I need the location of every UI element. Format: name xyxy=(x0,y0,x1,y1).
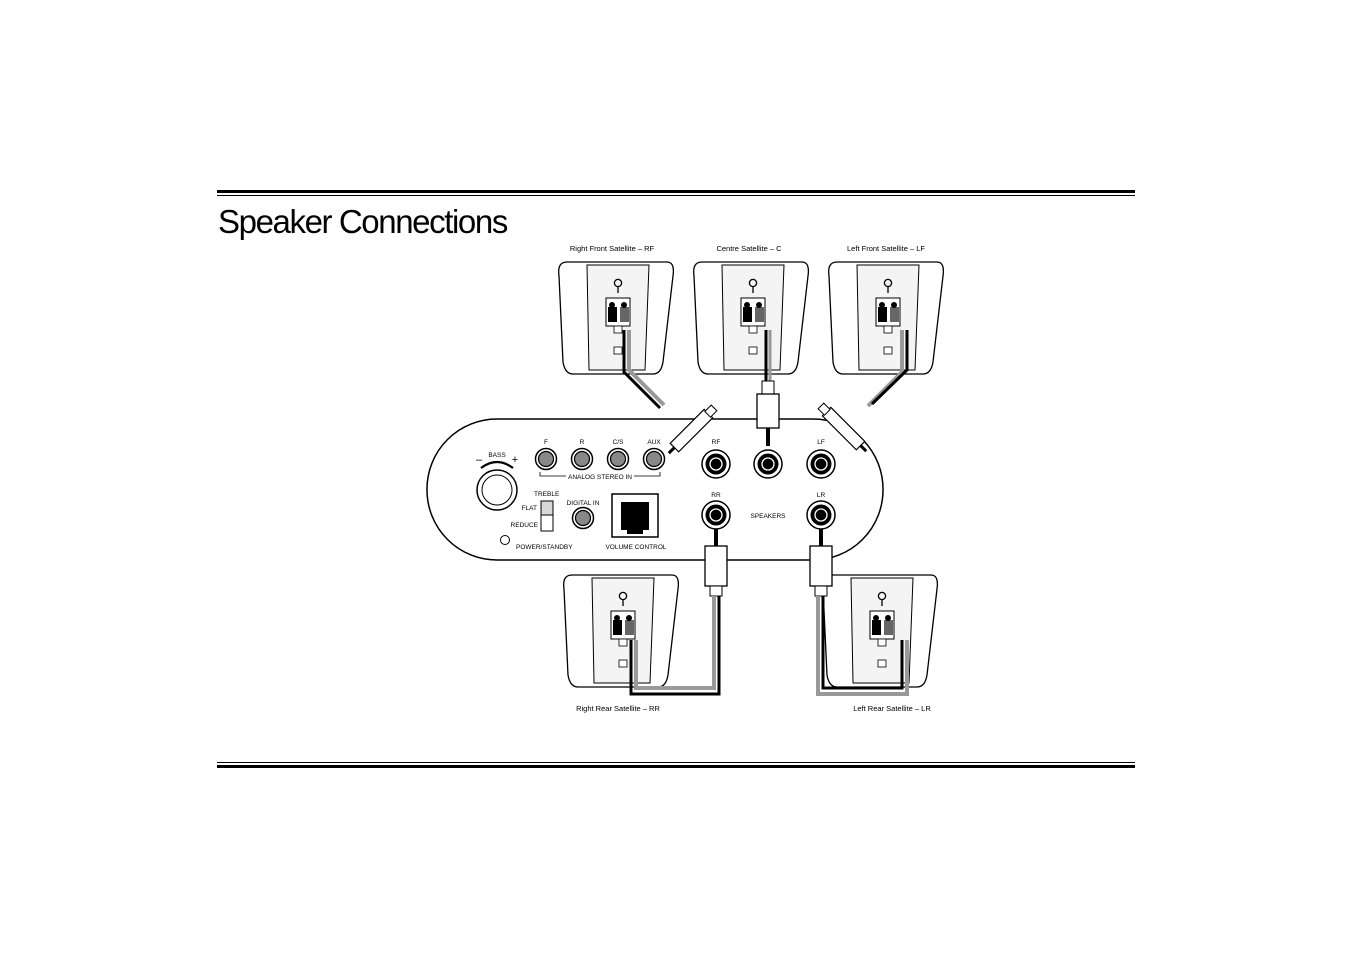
output-lf-jack[interactable] xyxy=(806,449,836,479)
label-right-front-satellite: Right Front Satellite – RF xyxy=(570,244,655,253)
digital-in-jack[interactable] xyxy=(571,506,595,530)
digital-in-label: DIGITAL IN xyxy=(567,500,600,507)
treble-reduce-label: REDUCE xyxy=(511,522,539,529)
input-aux-label: AUX xyxy=(647,439,661,446)
output-lr-jack[interactable] xyxy=(806,500,836,530)
input-r-jack[interactable] xyxy=(570,447,594,471)
input-cs-label: C/S xyxy=(613,439,625,446)
input-f-label: F xyxy=(544,439,548,446)
power-standby-led xyxy=(500,535,510,545)
volume-control-label: VOLUME CONTROL xyxy=(605,544,666,551)
input-aux-jack[interactable] xyxy=(642,447,666,471)
speaker-right-rear xyxy=(563,574,680,688)
speaker-centre xyxy=(693,261,810,375)
output-rr-jack[interactable] xyxy=(701,500,731,530)
analog-stereo-in-label: ANALOG STEREO IN xyxy=(568,474,632,481)
top-rule-thick xyxy=(217,190,1135,193)
speaker-left-front xyxy=(828,261,945,375)
label-right-rear-satellite: Right Rear Satellite – RR xyxy=(576,704,660,713)
power-standby-label: POWER/STANDBY xyxy=(516,544,573,551)
cable-right-rear xyxy=(629,529,728,696)
bottom-rule-thin xyxy=(217,762,1135,763)
page-title: Speaker Connections xyxy=(218,203,508,240)
treble-flat-label: FLAT xyxy=(522,505,537,512)
input-f-jack[interactable] xyxy=(534,447,558,471)
output-rf-label: RF xyxy=(712,439,721,446)
cable-left-front xyxy=(817,330,909,453)
bass-minus: – xyxy=(476,454,483,466)
analog-stereo-in-bracket xyxy=(539,472,661,477)
cable-left-rear xyxy=(809,529,909,696)
cable-centre xyxy=(756,330,780,446)
output-c-jack[interactable] xyxy=(753,449,783,479)
bass-knob[interactable] xyxy=(476,469,518,511)
speaker-right-front xyxy=(558,261,675,375)
top-rule-thin xyxy=(217,195,1135,196)
speakers-label: SPEAKERS xyxy=(750,513,786,520)
speaker-left-rear xyxy=(822,574,939,688)
label-left-rear-satellite: Left Rear Satellite – LR xyxy=(853,704,931,713)
bottom-rule-thick xyxy=(217,765,1135,768)
treble-switch[interactable] xyxy=(540,500,554,532)
label-left-front-satellite: Left Front Satellite – LF xyxy=(847,244,925,253)
bass-plus: + xyxy=(512,454,518,466)
cable-right-front xyxy=(622,330,718,455)
input-cs-jack[interactable] xyxy=(606,447,630,471)
output-rf-jack[interactable] xyxy=(701,449,731,479)
volume-control-port[interactable] xyxy=(611,493,659,538)
label-centre-satellite: Centre Satellite – C xyxy=(716,244,782,253)
output-rr-label: RR xyxy=(711,492,721,499)
bass-label: BASS xyxy=(488,452,506,459)
output-lr-label: LR xyxy=(817,492,826,499)
bass-arc xyxy=(480,460,514,469)
treble-label: TREBLE xyxy=(534,491,560,498)
output-lf-label: LF xyxy=(817,439,825,446)
input-r-label: R xyxy=(580,439,585,446)
